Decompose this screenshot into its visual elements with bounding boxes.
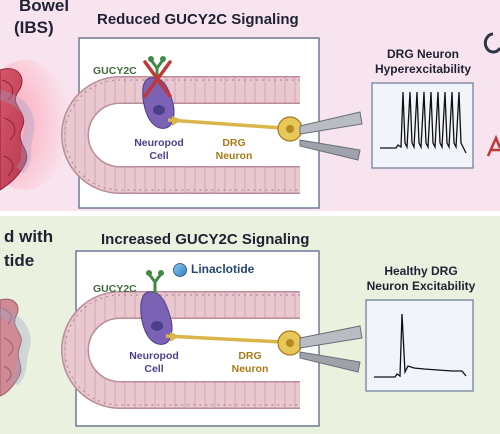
- bowel-icon: [0, 60, 70, 191]
- trace-title: Healthy DRG Neuron Excitability: [360, 264, 482, 294]
- ap-trace: [380, 91, 467, 154]
- panel-title: Increased GUCY2C Signaling: [101, 231, 310, 248]
- drg-label: DRG Neuron: [212, 137, 256, 163]
- cross-icon: [143, 60, 172, 98]
- neuropod-label-line: Neuropod: [129, 350, 179, 362]
- drg-label: DRG Neuron: [228, 350, 272, 376]
- neuropod-label-line: Cell: [144, 363, 164, 375]
- intestine: [61, 76, 300, 194]
- electrode-icon: [299, 111, 363, 161]
- linaclotide-label: Linaclotide: [191, 262, 255, 276]
- trace-title: DRG Neuron Hyperexcitability: [366, 47, 480, 77]
- neuropod-label-line: Cell: [149, 150, 169, 162]
- side-label-line: d with: [4, 227, 54, 246]
- drg-label-line: DRG: [238, 350, 262, 362]
- drg-label-line: Neuron: [215, 150, 253, 162]
- cropped-letter-mid: [486, 134, 500, 157]
- side-label-line: Bowel: [19, 0, 70, 15]
- electrode-icon: [299, 325, 363, 373]
- gucy2c-receptor: [146, 270, 164, 294]
- gucy2c-label: GUCY2C: [93, 65, 137, 77]
- intestine: [61, 291, 300, 409]
- ap-trace: [374, 313, 467, 378]
- trace-title-line: Hyperexcitability: [374, 62, 472, 76]
- ap-trace-box: [365, 299, 474, 392]
- drg-label-line: DRG: [222, 137, 246, 149]
- linaclotide-icon: [173, 263, 187, 277]
- panel-title: Reduced GUCY2C Signaling: [97, 11, 299, 28]
- cropped-letter-top: [483, 32, 500, 54]
- trace-title-line: DRG Neuron: [387, 47, 459, 61]
- drg-neuron: [277, 116, 303, 142]
- axon-terminal: [170, 332, 180, 342]
- gucy2c-label: GUCY2C: [93, 283, 137, 295]
- axon: [167, 118, 283, 130]
- drg-label-line: Neuron: [231, 363, 269, 375]
- trace-title-line: Healthy DRG: [384, 264, 458, 278]
- bowel-icon: [0, 298, 31, 397]
- neuropod-label-line: Neuropod: [134, 137, 184, 149]
- neuropod-label: Neuropod Cell: [131, 137, 187, 163]
- side-label-line: tide: [4, 251, 35, 270]
- side-label-line: (IBS): [14, 18, 54, 37]
- drg-neuron: [277, 330, 303, 356]
- neuropod-cell: [140, 291, 173, 345]
- trace-title-line: Neuron Excitability: [366, 279, 476, 293]
- axon-terminal: [172, 116, 182, 126]
- axon: [165, 334, 283, 344]
- neuropod-label: Neuropod Cell: [124, 350, 184, 376]
